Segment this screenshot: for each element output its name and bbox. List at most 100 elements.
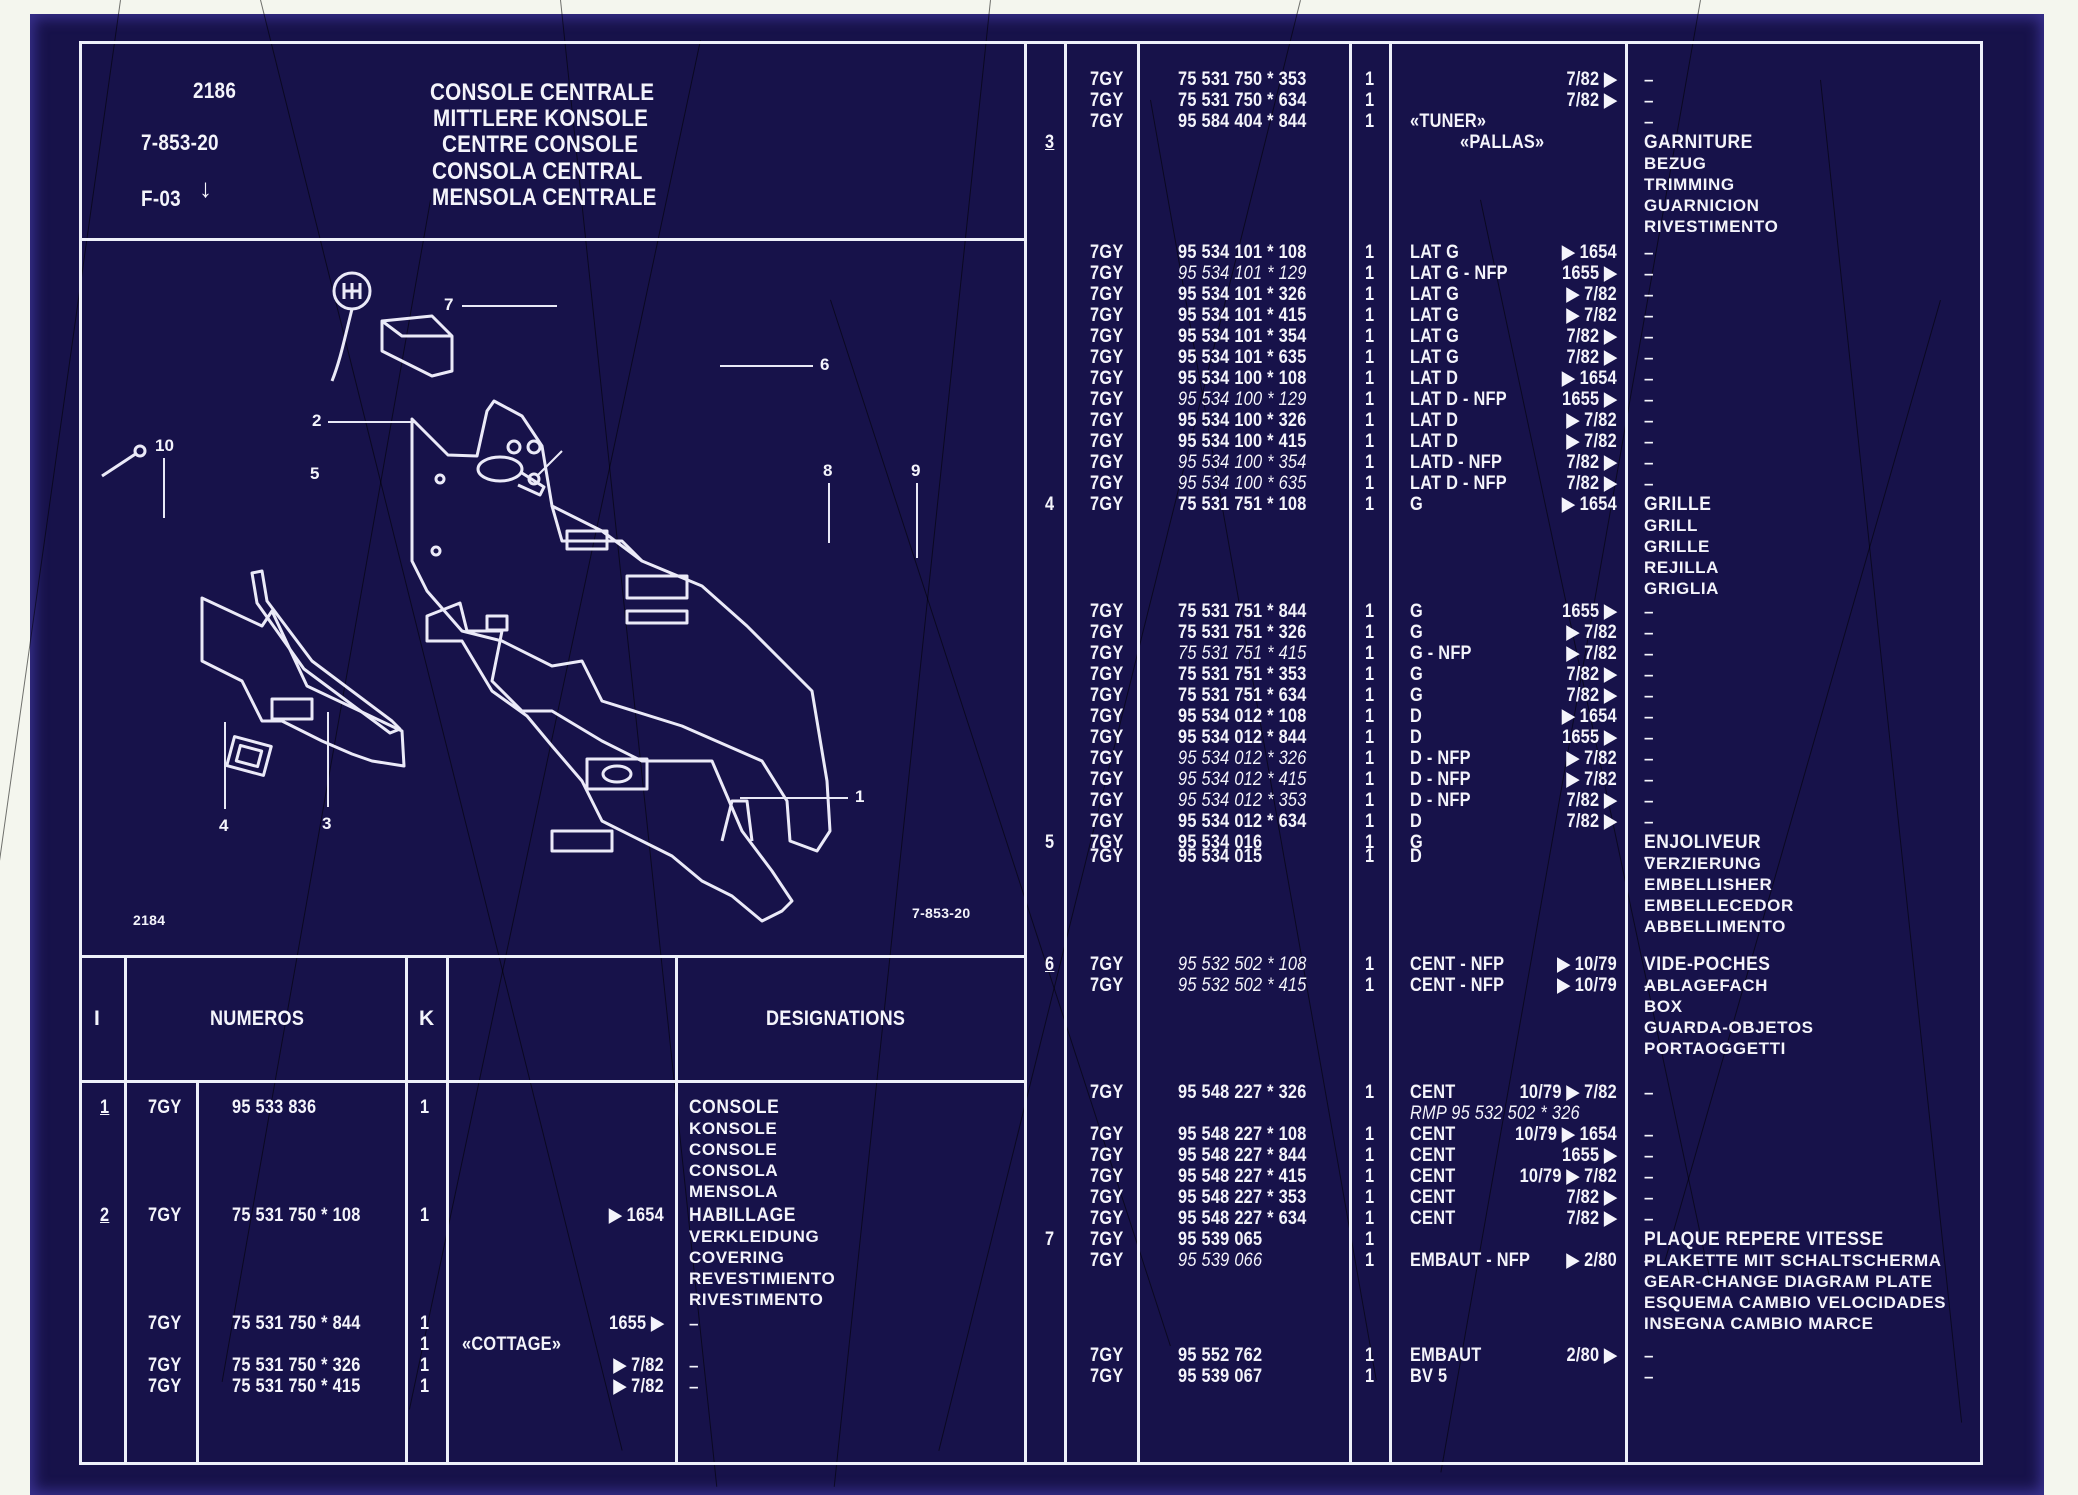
variant-note: D [1410,846,1423,867]
variant-note: G - NFP [1410,643,1472,664]
designation-line: – [1644,91,1655,110]
color-code: 7GY [1090,263,1124,284]
designation-line: GRIGLIA [1644,579,1720,598]
part-number: 75 531 751 * 353 [1178,664,1307,685]
validity-date: ▶ 2/80 [1566,1250,1617,1271]
variant-note: G [1410,601,1423,622]
part-number: 75 531 750 * 844 [232,1313,361,1334]
variant-note: LAT G [1410,284,1460,305]
color-code: 7GY [148,1205,182,1226]
validity-date: 7/82 ▶ [1566,326,1617,347]
color-code: 7GY [1090,111,1124,132]
callout-2: 2 [312,411,322,430]
part-number: 95 534 101 * 635 [1178,347,1307,368]
variant-note: LAT G [1410,242,1460,263]
designation-line: PLAKETTE MIT SCHALTSCHERMA [1644,1251,1942,1270]
quantity: 1 [1365,643,1375,664]
validity-date: ▶ 7/82 [1566,410,1617,431]
designation-line: BOX [1644,997,1683,1016]
validity-date: ▶ 7/82 [1566,622,1617,643]
quantity: 1 [1365,347,1375,368]
designation-line: – [1644,686,1655,705]
designation-line: – [1644,728,1655,747]
validity-date: ▶ 10/79 [1557,954,1617,975]
designation-line: ESQUEMA CAMBIO VELOCIDADES [1644,1293,1947,1312]
figure-reference: 7-853-20 [141,130,219,155]
designation-line: KONSOLE [689,1119,778,1138]
variant-note: G [1410,494,1423,515]
validity-date: ▶ 7/82 [613,1355,664,1376]
color-code: 7GY [1090,643,1124,664]
color-code: 7GY [1090,284,1124,305]
validity-date: ▶ 7/82 [1566,643,1617,664]
quantity: 1 [1365,1187,1375,1208]
color-code: 7GY [1090,1345,1124,1366]
variant-note: G [1410,832,1423,853]
drawing-number-right: 7-853-20 [912,905,971,921]
variant-note: «TUNER» [1410,111,1487,132]
validity-date: 10/79 ▶ 7/82 [1519,1166,1617,1187]
variant-note: LAT G [1410,347,1460,368]
validity-date: 10/79 ▶ 7/82 [1519,1082,1617,1103]
designation-line: – [1644,1167,1655,1186]
part-number: 95 534 100 * 326 [1178,410,1307,431]
designation-line: – [689,1356,700,1375]
color-code: 7GY [1090,790,1124,811]
variant-note: LAT G [1410,326,1460,347]
callout-6: 6 [820,355,830,374]
variant-note: CENT [1410,1082,1456,1103]
quantity: 1 [1365,954,1375,975]
part-number: 95 534 100 * 354 [1178,452,1307,473]
designation-line: – [1644,707,1655,726]
color-code: 7GY [1090,622,1124,643]
color-code: 7GY [1090,1366,1124,1387]
color-code: 7GY [1090,389,1124,410]
designation-line: COVERING [689,1248,785,1267]
variant-note: G [1410,664,1423,685]
designation-line: – [1644,390,1655,409]
leader-9 [916,483,918,558]
color-code: 7GY [1090,90,1124,111]
quantity: 1 [420,1334,430,1355]
part-number: 75 531 751 * 634 [1178,685,1307,706]
col-line-index [124,955,127,1465]
variant-note: D - NFP [1410,769,1471,790]
designation-line: RIVESTIMENTO [1644,217,1779,236]
callout-9: 9 [911,461,921,480]
part-number: 95 534 101 * 129 [1178,263,1307,284]
designation-line: – [689,1377,700,1396]
designation-line: CONSOLA [689,1161,779,1180]
quantity: 1 [1365,1124,1375,1145]
part-number: 95 534 100 * 635 [1178,473,1307,494]
validity-date: ▶ 1654 [1561,368,1617,389]
validity-date: 7/82 ▶ [1566,685,1617,706]
designation-line: GARNITURE [1644,132,1753,153]
item-ref: 5 [1045,832,1055,853]
part-number: 95 532 502 * 108 [1178,954,1307,975]
part-number: 95 539 065 [1178,1229,1263,1250]
r-col-line-code [1064,41,1067,1465]
leader-4 [224,722,226,809]
designation-line: – [1644,474,1655,493]
leader-8 [828,483,830,543]
designation-line: – [1644,348,1655,367]
color-code: 7GY [1090,1229,1124,1250]
part-5-embellisher [250,569,402,735]
designation-line: – [1644,453,1655,472]
callout-4: 4 [219,816,229,835]
quantity: 1 [420,1313,430,1334]
part-number: 95 548 227 * 326 [1178,1082,1307,1103]
validity-date: 7/82 ▶ [1566,1187,1617,1208]
item-ref: 7 [1045,1229,1055,1250]
variant-note: D - NFP [1410,748,1471,769]
quantity: 1 [1365,389,1375,410]
quantity: 1 [420,1376,430,1397]
part-number: 95 584 404 * 844 [1178,111,1307,132]
validity-date: 1655 ▶ [1561,727,1617,748]
color-code: 7GY [148,1097,182,1118]
color-code: 7GY [1090,954,1124,975]
color-code: 7GY [1090,748,1124,769]
part-number: 75 531 751 * 844 [1178,601,1307,622]
designation-line: – [1644,644,1655,663]
variant-note: «COTTAGE» [462,1334,562,1355]
